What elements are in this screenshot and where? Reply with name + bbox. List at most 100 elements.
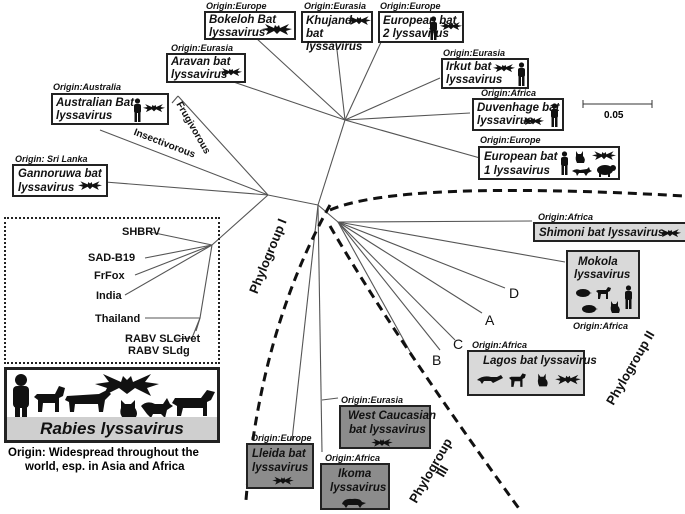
virus-name-line1: Mokola (578, 256, 618, 268)
origin-gannoruwa: Origin: Sri Lanka (15, 154, 88, 164)
virus-name-line2: lyssavirus (446, 74, 503, 86)
origin-irkut: Origin:Eurasia (443, 48, 506, 58)
shrew-icon (582, 305, 598, 313)
dog-icon (34, 386, 65, 412)
mongoose-icon (477, 375, 503, 384)
origin-khujand: Origin:Eurasia (304, 1, 367, 11)
virus-box-lagos: Lagos bat lyssavirus (467, 350, 597, 396)
origin-aravan: Origin:Eurasia (171, 43, 234, 53)
dog-icon (509, 373, 526, 387)
virus-name-line1: European bat (484, 151, 558, 163)
origin-shimoni: Origin:Africa (538, 212, 594, 222)
virus-box-rabies: Rabies lyssavirus (4, 367, 220, 443)
strain-label-sad-b19: SAD-B19 (88, 252, 136, 264)
bat-icon (220, 68, 242, 77)
origin-westcauc: Origin:Eurasia (341, 395, 404, 405)
virus-name-line1: Lleida bat (252, 448, 306, 460)
cat-icon (537, 373, 548, 387)
strain-label-rabv-sldg: RABV SLdg (128, 345, 190, 357)
branch-letter-b: B (432, 352, 442, 368)
virus-box-duvenhage: Duvenhage bat lyssavirus (472, 98, 564, 131)
strain-label-shbrv: SHBRV (122, 226, 161, 238)
fox-icon (572, 167, 592, 176)
bat-icon (78, 181, 102, 190)
bat-icon (493, 64, 515, 73)
bat-icon (371, 438, 393, 447)
cow-icon (65, 390, 111, 412)
virus-name-line2: lyssavirus (56, 110, 113, 122)
bat-icon (592, 151, 616, 160)
cat-icon (610, 301, 620, 313)
virus-box-aravan: Aravan bat lyssavirus (166, 53, 246, 83)
sheep-icon (597, 165, 616, 177)
human-icon (134, 98, 141, 122)
virus-box-ebl1: European bat 1 lyssavirus (478, 146, 620, 180)
bat-icon (272, 476, 294, 485)
bat-icon (347, 16, 371, 25)
strain-label-rabv-slcivet: RABV SLCivet (125, 333, 201, 345)
origin-ebl1: Origin:Europe (480, 135, 541, 145)
virus-box-shimoni: Shimoni bat lyssavirus (533, 222, 685, 242)
bat-icon (95, 374, 159, 396)
virus-box-westcauc: West Caucasian bat lyssavirus (339, 405, 436, 449)
virus-name-line1: Bokeloh Bat (209, 14, 277, 26)
bat-icon (659, 229, 681, 238)
virus-name-line1: Aravan bat (171, 56, 231, 68)
origin-ikoma: Origin:Africa (325, 453, 381, 463)
virus-name-line2: lyssavirus (330, 482, 387, 494)
virus-name-line2: lyssavirus (574, 269, 631, 281)
virus-name-line2: 2 lyssavirus (383, 28, 449, 40)
human-icon (625, 285, 632, 309)
rabies-origin-line1: Origin: Widespread throughout the (8, 447, 199, 459)
bat-icon (522, 117, 544, 126)
strain-label-frfox: FrFox (94, 270, 125, 282)
virus-box-lleida: Lleida bat lyssavirus (246, 443, 314, 489)
human-icon (430, 16, 437, 40)
civet-icon (342, 498, 366, 508)
virus-name-line1: Lagos bat lyssavirus (483, 355, 597, 367)
virus-box-bokeloh: Bokeloh Bat lyssavirus (204, 11, 296, 40)
branch-letter-c: C (453, 336, 464, 352)
rabies-title: Rabies lyssavirus (7, 417, 217, 440)
human-icon (561, 151, 568, 175)
rabies-origin-line2: world, esp. in Asia and Africa (25, 461, 185, 473)
virus-name-line1: West Caucasian (348, 410, 436, 422)
bat-icon (440, 22, 462, 31)
virus-name-line1: Australian Bat (56, 97, 134, 109)
virus-name-line1: Gannoruwa bat (18, 168, 102, 180)
fox-icon (141, 398, 173, 418)
horse-icon (172, 390, 215, 416)
rabies-hosts-illustration (13, 374, 215, 422)
cat-icon (120, 400, 137, 418)
dog-icon (596, 287, 611, 299)
origin-mokola: Origin:Africa (573, 321, 629, 331)
origin-ebl2: Origin:Europe (380, 1, 441, 11)
virus-box-australian: Australian Bat lyssavirus (51, 93, 169, 125)
bat-icon (262, 24, 292, 35)
origin-lagos: Origin:Africa (472, 340, 528, 350)
virus-box-mokola: Mokola lyssavirus (566, 250, 640, 319)
virus-name-line1: European bat (383, 15, 457, 27)
origin-australian: Origin:Australia (53, 82, 122, 92)
bat-icon (143, 104, 165, 113)
virus-name-line2: 1 lyssavirus (484, 165, 550, 177)
virus-name-line2: lyssavirus (252, 462, 309, 474)
virus-box-ikoma: Ikoma lyssavirus (320, 463, 390, 510)
branch-letter-a: A (485, 312, 495, 328)
virus-name-line2: bat lyssavirus (349, 424, 426, 436)
virus-name-line2: lyssavirus (477, 115, 534, 127)
virus-box-irkut: Irkut bat lyssavirus (441, 58, 529, 89)
virus-name-line2: lyssavirus (209, 27, 266, 39)
scale-bar-label: 0.05 (604, 110, 624, 121)
strain-label-india: India (96, 290, 122, 302)
virus-name-line1: Duvenhage bat (477, 102, 560, 114)
shrew-icon (576, 289, 592, 297)
virus-name-line2: bat lyssavirus (306, 28, 363, 53)
cat-icon (575, 151, 585, 163)
origin-duvenhage: Origin:Africa (481, 88, 537, 98)
virus-name-line1: Irkut bat (446, 61, 492, 73)
human-icon (551, 103, 558, 127)
virus-name-line1: Ikoma (338, 468, 372, 480)
virus-name-line2: lyssavirus (18, 182, 75, 194)
